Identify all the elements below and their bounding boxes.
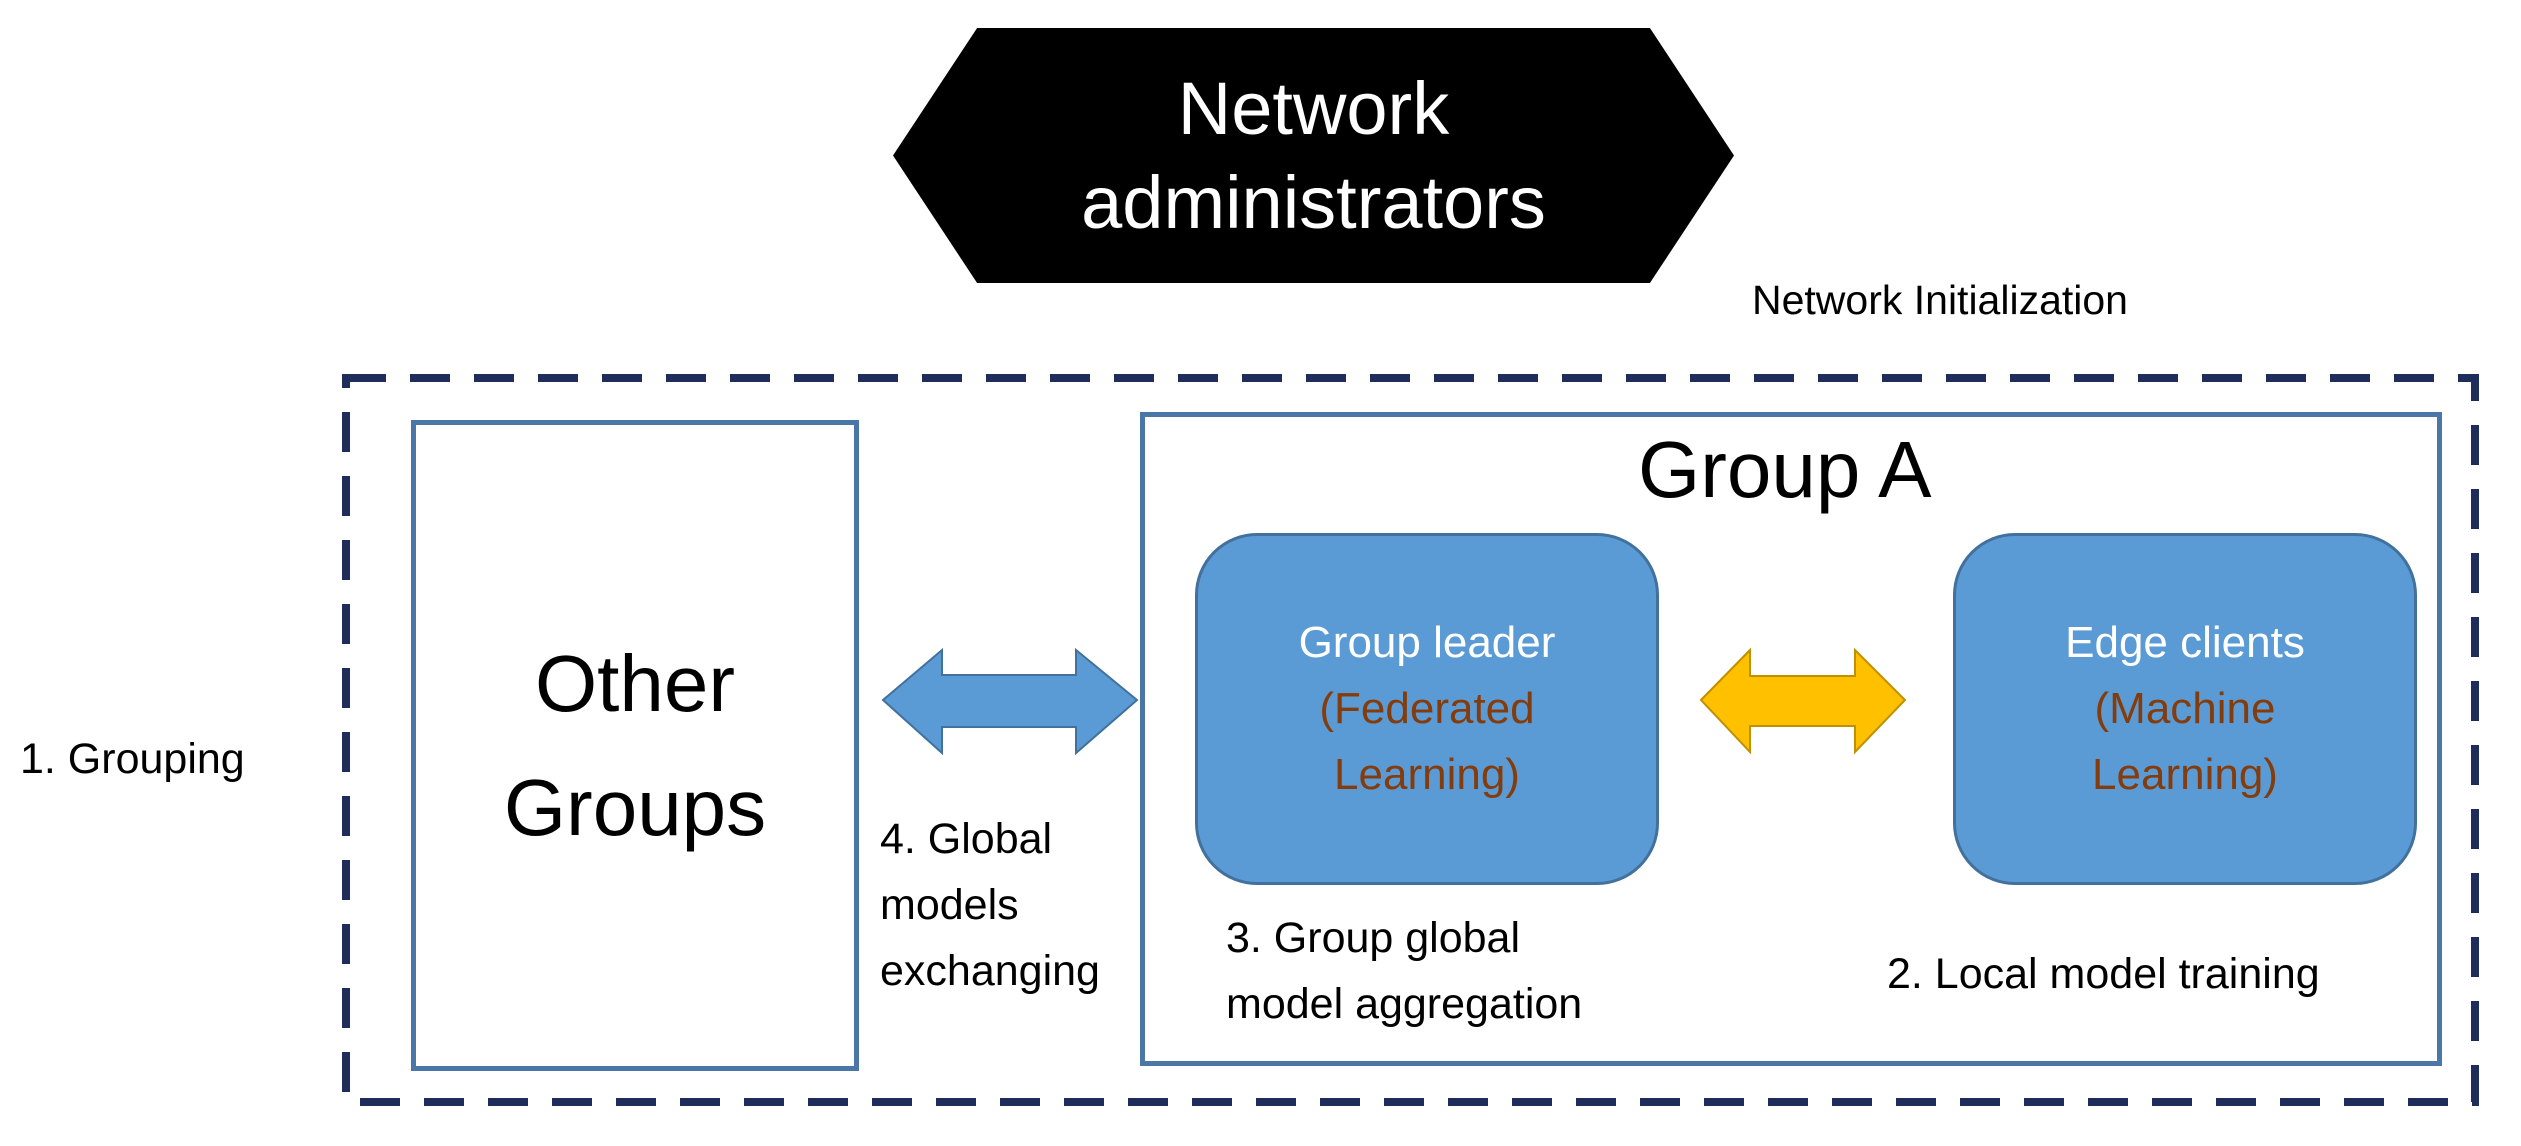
local-training-arrow — [1699, 647, 1907, 755]
network-boundary-dashed — [342, 374, 2479, 1106]
other-groups-label: Other Groups — [503, 638, 767, 852]
step-3-label: 3. Group global model aggregation — [1226, 914, 1583, 1028]
network-administrators-node: Network administrators — [893, 28, 1734, 283]
group-a-box — [1140, 412, 2442, 1066]
edge-clients-title: Edge clients — [2065, 618, 2305, 667]
edge-clients-subtitle-1: (Machine — [2094, 684, 2276, 733]
edge-clients-subtitle-2: Learning) — [2092, 750, 2278, 799]
group-leader-title: Group leader — [1298, 618, 1556, 667]
group-a-title: Group A — [1638, 425, 1932, 514]
other-groups-box: Other Groups — [411, 420, 859, 1071]
network-administrators-label: Network administrators — [1081, 66, 1546, 244]
group-leader-node: Group leader (Federated Learning) — [1195, 533, 1659, 885]
step-4-label: 4. Global models exchanging — [880, 815, 1100, 995]
group-leader-subtitle-1: (Federated — [1319, 684, 1535, 733]
group-leader-subtitle-2: Learning) — [1334, 750, 1520, 799]
edge-clients-node: Edge clients (Machine Learning) — [1953, 533, 2417, 885]
network-initialization-label: Network Initialization — [1752, 277, 2128, 323]
grouping-label: 1. Grouping — [20, 735, 245, 783]
global-exchange-arrow — [881, 647, 1139, 756]
step-2-label: 2. Local model training — [1887, 950, 2320, 998]
